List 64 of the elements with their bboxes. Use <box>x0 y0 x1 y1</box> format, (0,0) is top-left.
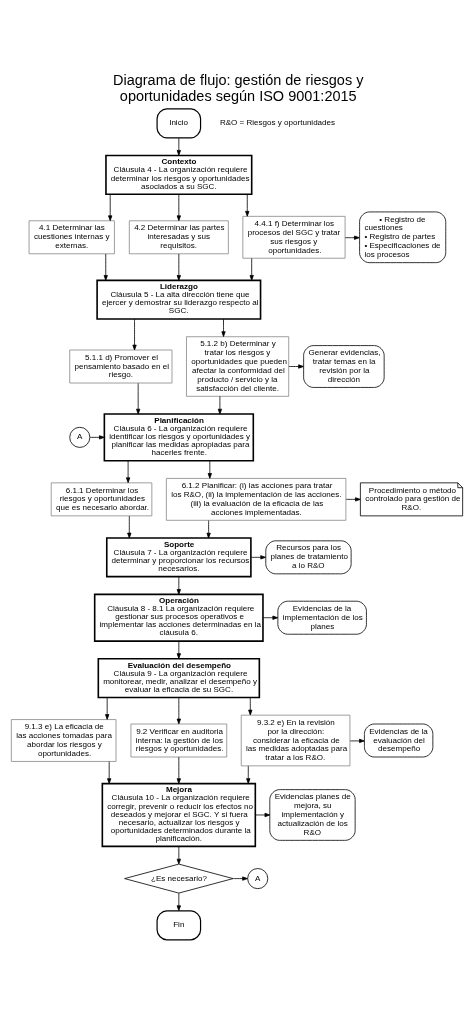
node-box: • Registro de cuestiones • Registro de partes • Especificaciones de los procesos <box>359 211 447 264</box>
arrow <box>255 812 271 818</box>
arrow <box>136 382 141 415</box>
arrow <box>249 258 254 281</box>
arrow <box>107 761 112 784</box>
arrow <box>349 738 365 743</box>
arrow <box>103 253 108 281</box>
node-box: 4.1 Determinar las cuestiones internas y externas. <box>28 220 115 255</box>
node-box: 9.2 Verificar en auditoria interna: la gestión de los riesgos y oportunidades. <box>130 723 228 758</box>
diagram-title: Diagrama de flujo: gestión de riesgos y oportunidades según ISO 9001:2015 <box>113 72 364 105</box>
node-box: Mejora Cláusula 10 - La organización requiere corregir, prevenir o reducir los efectos no deseados y mejorar el SGC. Y si fuera necesario, actualizar los riesgos y oportunidades determinados durante la planificación. <box>101 782 257 848</box>
node-box: Recursos para los planes de tratamiento a lo R&O <box>265 540 352 575</box>
arrow <box>207 460 212 479</box>
node-box: 5.1.1 d) Promover el pensamiento basado en el riesgo. <box>69 349 173 384</box>
node-circle: A <box>247 868 269 890</box>
arrow <box>176 846 181 865</box>
node-box: Evaluación del desempeño Cláusula 9 - La organización requiere monitorear, medir, analizar el desempeño y evaluar la eficacia de su SGC. <box>97 657 261 699</box>
arrow <box>248 697 253 716</box>
arrow <box>126 460 131 484</box>
arrow <box>246 765 251 784</box>
arrow <box>176 137 181 156</box>
label: R&O = Riesgos y oportunidades <box>219 118 336 128</box>
node-box: 6.1.2 Planificar: (i) las acciones para tratar los R&O, (ii) la implementación de las acciones. (iii) la evaluación de la eficacia de las acciones implementadas. <box>165 478 347 521</box>
arrow <box>206 520 211 539</box>
arrow <box>89 435 105 440</box>
arrow <box>176 193 181 222</box>
node-diamond: ¿Es necesario? <box>124 863 234 894</box>
node-box: 6.1.1 Determinar los riesgos y oportunidades que es necesario abordar. <box>50 482 153 517</box>
arrow <box>176 756 181 784</box>
node-box: Evidencias de la implementación de los planes <box>277 600 367 635</box>
arrow <box>176 253 181 281</box>
node-box: Planificación Cláusula 6 - La organización requiere identificar los riesgos y oportunidades y planificar las medidas apropiadas para hacerles frente. <box>103 413 255 462</box>
node-box: 9.1.3 e) La eficacia de las acciones tomadas para abordar los riesgos y oportunidades. <box>10 719 117 762</box>
node-box: 5.1.2 b) Determinar y tratar los riesgos y oportunidades que pueden afectar la conformidad del producto / servicio y la satisfacción del cliente. <box>186 336 290 397</box>
node-box: 4.4.1 f) Determinar los procesos del SGC y tratar sus riesgos y oportunidades. <box>242 215 346 259</box>
arrow <box>176 576 181 595</box>
arrow <box>127 515 132 539</box>
arrow <box>221 318 226 337</box>
arrow <box>176 640 181 659</box>
arrow <box>344 235 360 240</box>
node-box: Fin <box>156 910 202 941</box>
arrow <box>108 193 113 222</box>
node-circle: A <box>69 426 91 448</box>
arrow <box>288 364 304 369</box>
arrow <box>217 395 222 415</box>
arrow <box>176 892 181 912</box>
node-box: Liderazgo Cláusula 5 - La alta dirección tiene que ejercer y demostrar su liderazgo respecto al SGC. <box>96 279 262 320</box>
arrow <box>132 318 137 351</box>
node-box: 4.2 Determinar las partes interesadas y sus requisitos. <box>128 220 229 255</box>
node-box: Generar evidencias, tratar temas en la revisión por la dirección <box>303 345 385 388</box>
node-box: Soporte Cláusula 7 - La organización requiere determinar y proporcionar los recursos necesarios. <box>105 537 252 578</box>
arrow <box>262 615 279 620</box>
node-box: Contexto Cláusula 4 - La organización requiere determinar los riesgos y oportunidades asociados a su SGC. <box>105 154 253 195</box>
node-box: Evidencias de la evaluación del desempeño <box>364 723 434 758</box>
arrow <box>176 697 181 725</box>
arrow <box>245 193 250 217</box>
arrow <box>250 555 266 560</box>
arrow <box>105 697 110 720</box>
node-box: 9.3.2 e) En la revisión por la dirección: considerar la eficacia de las medidas adoptadas para tratar a los R&O. <box>240 714 351 767</box>
arrow <box>232 876 248 881</box>
node-box: Operación Cláusula 8 - 8.1 La organización requiere gestionar sus procesos operativos e implementar las acciones determinadas en la cláusula 6. <box>93 593 264 642</box>
arrow <box>345 497 361 502</box>
node-box: Inicio <box>156 108 202 139</box>
node-box: Evidencias planes de mejora, su implementación y actualización de los R&O <box>269 789 356 841</box>
